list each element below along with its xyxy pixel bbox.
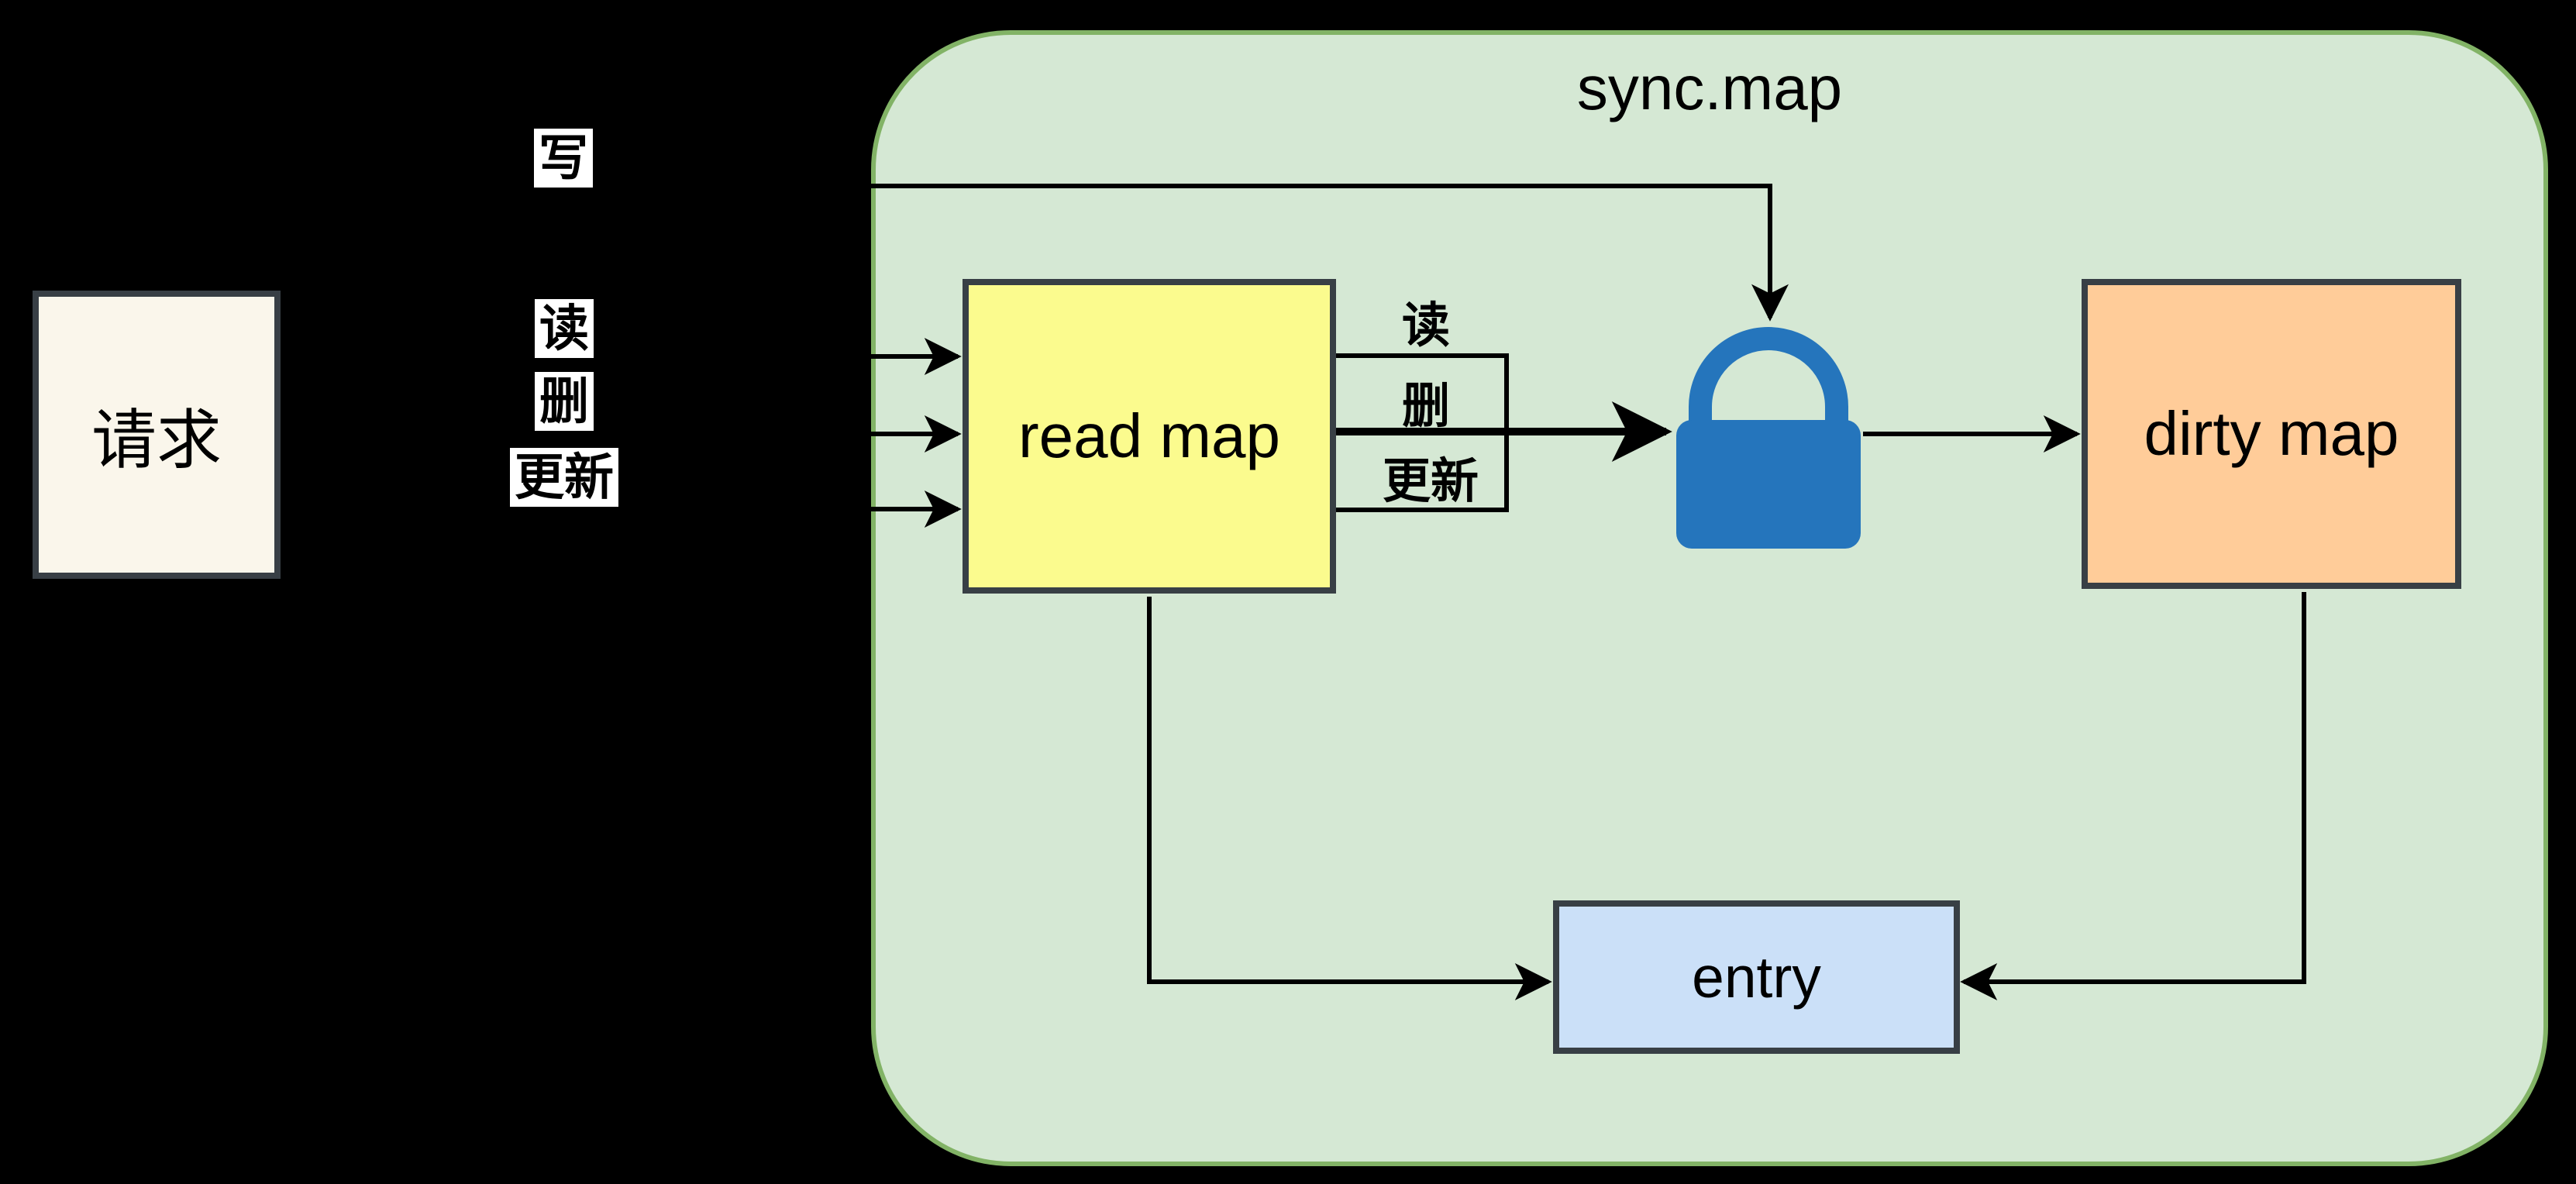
edge-label-read: 读 xyxy=(535,299,594,358)
inner-edge-label-read: 读 xyxy=(1401,299,1451,353)
node-dirty-map-label: dirty map xyxy=(2144,399,2399,468)
node-entry-label: entry xyxy=(1692,945,1821,1010)
edge-label-write: 写 xyxy=(534,129,593,188)
node-request-label: 请求 xyxy=(91,403,222,477)
sync-map-title: sync.map xyxy=(1576,53,1843,122)
inner-edge-label-delete: 删 xyxy=(1401,380,1451,433)
node-entry: entry xyxy=(1553,900,1960,1054)
inner-edge-label-update: 更新 xyxy=(1382,455,1479,508)
node-request: 请求 xyxy=(33,291,281,579)
edge-label-update: 更新 xyxy=(510,448,618,507)
edge-label-delete: 删 xyxy=(535,372,594,431)
node-read-map: read map xyxy=(963,279,1336,594)
node-dirty-map: dirty map xyxy=(2082,279,2461,589)
node-read-map-label: read map xyxy=(1018,401,1280,470)
